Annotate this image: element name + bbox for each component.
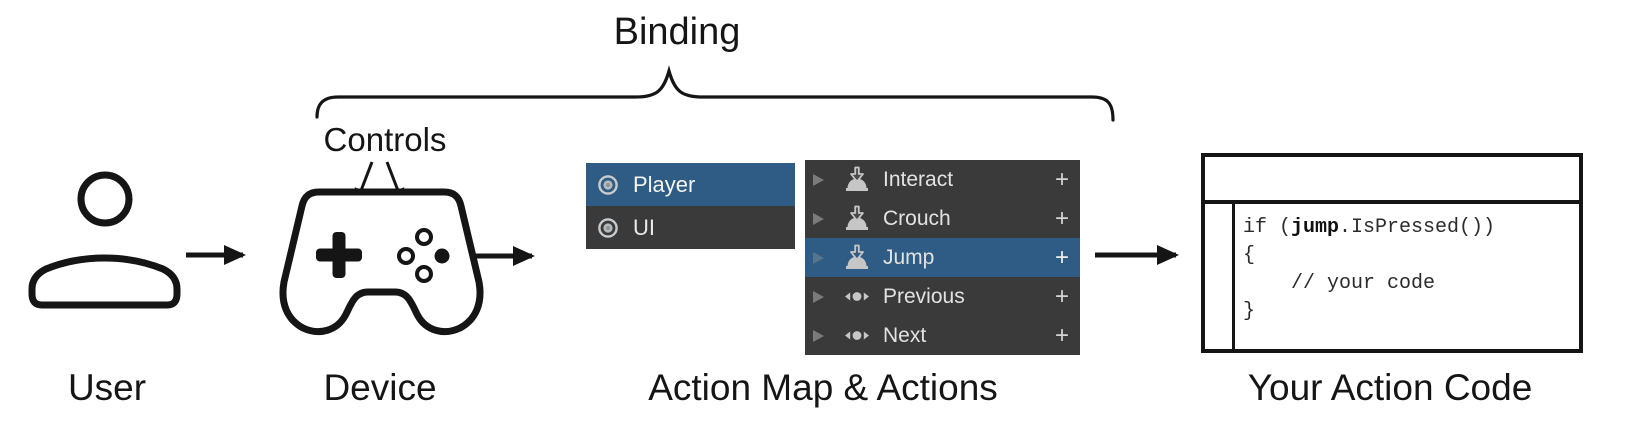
button-press-icon xyxy=(846,205,868,230)
action-row-jump[interactable]: Jump + xyxy=(805,238,1080,277)
action-map-label: Action Map & Actions xyxy=(648,367,998,408)
face-buttons xyxy=(397,228,450,283)
action-map-item-label: Player xyxy=(633,171,696,197)
foldout-icon[interactable] xyxy=(811,328,826,344)
add-binding-button[interactable]: + xyxy=(1054,282,1069,310)
button-south xyxy=(415,265,433,283)
add-binding-button[interactable]: + xyxy=(1054,165,1069,193)
button-west xyxy=(397,247,415,265)
action-row-next[interactable]: Next + xyxy=(805,316,1080,355)
code-line1-pre: if ( xyxy=(1243,216,1292,239)
axis-icon xyxy=(845,292,869,301)
code-gutter-divider xyxy=(1232,204,1235,349)
user-head xyxy=(77,171,133,227)
add-binding-button[interactable]: + xyxy=(1054,321,1069,349)
foldout-icon[interactable] xyxy=(811,172,826,188)
action-code-window: if (jump.IsPressed()) { // your code } xyxy=(1201,153,1583,353)
action-code-label: Your Action Code xyxy=(1247,367,1533,408)
axis-icon xyxy=(845,331,869,340)
code-line2: { xyxy=(1243,244,1256,267)
button-north xyxy=(415,228,433,246)
code-line3: // your code xyxy=(1243,272,1436,295)
action-label: Interact xyxy=(883,167,954,191)
user-icon xyxy=(28,171,181,309)
binding-brace xyxy=(315,65,1115,122)
action-row-interact[interactable]: Interact + xyxy=(805,160,1080,199)
action-row-crouch[interactable]: Crouch + xyxy=(805,199,1080,238)
actions-panel: Interact + Crouch + Jump + xyxy=(805,160,1080,355)
foldout-icon[interactable] xyxy=(811,289,826,305)
action-label: Jump xyxy=(883,245,935,269)
code-snippet: if (jump.IsPressed()) { // your code } xyxy=(1243,214,1495,326)
action-map-icon xyxy=(598,174,618,195)
foldout-icon[interactable] xyxy=(811,211,826,227)
action-row-previous[interactable]: Previous + xyxy=(805,277,1080,316)
code-line1-post: .IsPressed()) xyxy=(1339,216,1496,239)
binding-label: Binding xyxy=(613,11,741,53)
code-line1-bold: jump xyxy=(1291,216,1340,239)
button-press-icon xyxy=(846,166,868,191)
gamepad-body xyxy=(279,188,484,335)
code-window-titlebar xyxy=(1205,157,1579,204)
action-label: Previous xyxy=(883,284,965,308)
button-east-pressed xyxy=(434,248,450,264)
device-label: Device xyxy=(323,367,437,408)
action-map-item-label: UI xyxy=(633,214,655,240)
foldout-icon[interactable] xyxy=(811,250,826,266)
action-map-item-player[interactable]: Player xyxy=(586,163,795,206)
gamepad-icon xyxy=(279,188,484,335)
user-shoulders xyxy=(28,254,181,309)
code-line4: } xyxy=(1243,300,1256,323)
action-map-icon xyxy=(598,217,618,238)
action-label: Crouch xyxy=(883,206,951,230)
add-binding-button[interactable]: + xyxy=(1054,204,1069,232)
user-label: User xyxy=(67,367,147,408)
controls-label: Controls xyxy=(323,121,447,158)
action-map-item-ui[interactable]: UI xyxy=(586,206,795,249)
button-press-icon xyxy=(846,244,868,269)
add-binding-button[interactable]: + xyxy=(1054,243,1069,271)
action-map-panel: Player UI xyxy=(586,163,795,249)
dpad-icon xyxy=(316,232,362,278)
action-label: Next xyxy=(883,323,927,347)
